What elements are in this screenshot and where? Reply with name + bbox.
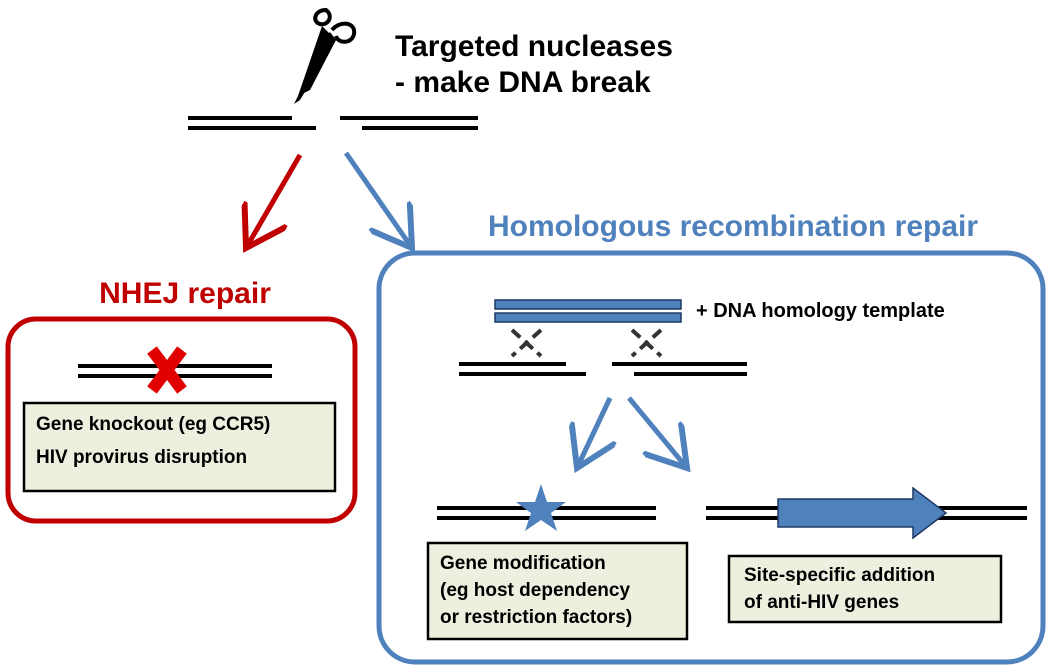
nhej-outcome-box [22, 401, 337, 493]
modification-line-3: or restriction factors) [440, 607, 633, 628]
modification-box [426, 541, 689, 641]
addition-line-2: of anti-HIV genes [744, 592, 900, 613]
nhej-outcome-line-2: HIV provirus disruption [36, 447, 248, 468]
modification-text: Gene modification (eg host dependency or… [440, 550, 684, 631]
gene-arrow-icon [777, 486, 948, 540]
modification-line-2: (eg host dependency [440, 580, 631, 601]
star-icon [516, 484, 566, 531]
hr-arrow [343, 151, 412, 248]
template-label: + DNA homology template [696, 300, 945, 322]
addition-box [727, 554, 1003, 624]
crossover-icon [510, 328, 663, 358]
nhej-outcome-text: Gene knockout (eg CCR5) HIV provirus dis… [36, 411, 332, 471]
addition-text: Site-specific addition of anti-HIV genes [744, 562, 998, 616]
modification-line-1: Gene modification [440, 553, 606, 574]
homology-template [494, 299, 682, 323]
addition-arrow [627, 396, 687, 468]
header-line-2: - make DNA break [395, 66, 651, 99]
nhej-title: NHEJ repair [99, 277, 271, 310]
scissors-icon [294, 7, 357, 104]
addition-line-1: Site-specific addition [744, 565, 936, 586]
broken-dna [188, 116, 478, 130]
nhej-arrow [246, 153, 303, 248]
modification-arrow [577, 396, 610, 468]
header-line-1: Targeted nucleases [395, 30, 673, 63]
red-x-icon [147, 346, 187, 394]
hr-broken-dna [459, 362, 747, 376]
nhej-outcome-line-1: Gene knockout (eg CCR5) [36, 414, 271, 435]
hr-title: Homologous recombination repair [488, 210, 978, 243]
